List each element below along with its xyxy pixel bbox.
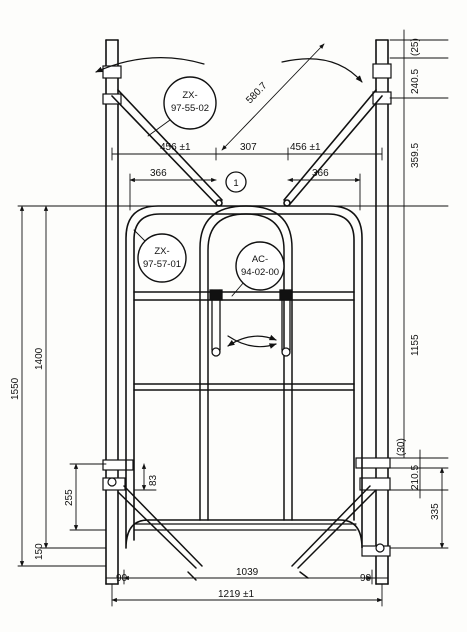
dim-580-7: 580.7 [244, 80, 270, 106]
bubble-zx-97-57-01: ZX- 97-57-01 [137, 233, 187, 283]
lower-braces [117, 485, 377, 581]
dim-90-right: 90 [360, 573, 372, 584]
dim-240-5: 240.5 [410, 69, 421, 94]
dim-366-right: 366 [312, 168, 329, 179]
bubble-zx-97-55-02: ZX- 97-55-02 [163, 76, 217, 130]
dim-25: (25) [410, 38, 421, 56]
horizontal-rails [133, 291, 355, 391]
bubble-marker-1: 1 [225, 171, 247, 193]
dim-30: (30) [396, 438, 407, 456]
post-fittings [102, 63, 392, 557]
dim-456-right: 456 ±1 [290, 142, 321, 153]
bubble-marker-text: 1 [233, 178, 238, 189]
dim-366-left: 366 [150, 168, 167, 179]
rotation-arc [95, 57, 363, 83]
left-post [105, 39, 119, 585]
dim-90-left: 90 [116, 573, 128, 584]
dim-359-5: 359.5 [410, 143, 421, 168]
bubble-top-line2: 97-55-02 [171, 103, 209, 114]
dim-255: 255 [64, 489, 75, 506]
bubble-left-line2: 97-57-01 [143, 259, 181, 270]
bubble-top-line1: ZX- [182, 90, 197, 101]
bubble-center-line1: AC- [252, 254, 268, 265]
dim-210-5: 210.5 [410, 465, 421, 490]
dim-456-left: 456 ±1 [160, 142, 191, 153]
dimension-lines [17, 29, 449, 607]
bubble-ac-94-02-00: AC- 94-02-00 [235, 241, 285, 291]
bubble-left-line1: ZX- [154, 246, 169, 257]
dim-1550: 1550 [10, 377, 21, 400]
dim-1400: 1400 [34, 347, 45, 370]
swing-arrows [227, 334, 277, 349]
hinge-pins [209, 289, 293, 357]
right-post [375, 39, 389, 585]
dim-1219: 1219 ±1 [218, 589, 255, 600]
dim-307: 307 [240, 142, 257, 153]
dim-1039: 1039 [236, 567, 259, 578]
bubble-center-line2: 94-02-00 [241, 267, 279, 278]
dim-150: 150 [34, 543, 45, 560]
dim-83: 83 [148, 474, 159, 486]
dim-335: 335 [430, 503, 441, 520]
dim-1155: 1155 [410, 334, 421, 356]
